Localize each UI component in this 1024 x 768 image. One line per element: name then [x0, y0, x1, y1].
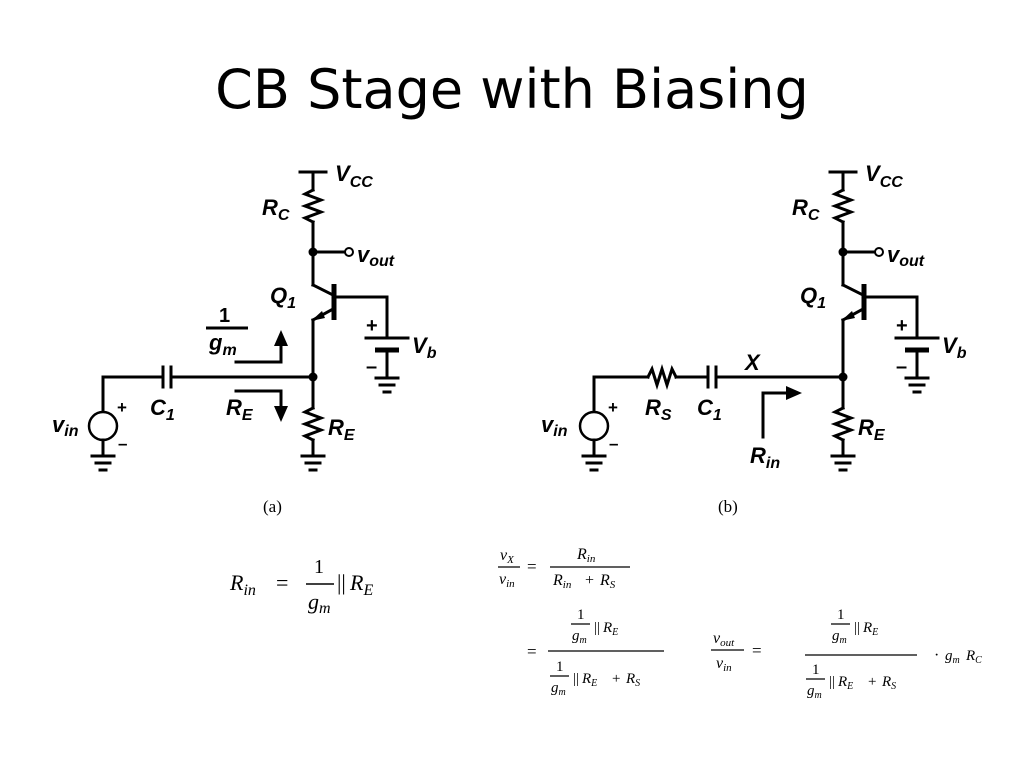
- re-arrow-label-a: RE: [226, 395, 254, 424]
- eq2-vin: vin: [499, 571, 515, 590]
- slide-title: CB Stage with Biasing: [215, 58, 809, 121]
- c1-label-a: C1: [150, 395, 175, 424]
- eq4-equals: =: [752, 641, 762, 660]
- re-label-a: RE: [328, 415, 356, 444]
- eq3-den-re: RE: [581, 671, 597, 689]
- vout-terminal-a: [344, 247, 354, 257]
- circuit-b: VCC RC vout Q1 + Vb – X RS C1 Rin RE vin…: [541, 161, 967, 516]
- eq4-vout: vout: [713, 630, 735, 649]
- eq4-num-parallel: ||: [854, 620, 860, 636]
- eq4-den-plus: +: [868, 674, 876, 690]
- eq2-num-rin: Rin: [576, 546, 596, 565]
- vb-label-b: Vb: [942, 333, 967, 362]
- vb-label-a: Vb: [412, 333, 437, 362]
- eq4-num-one: 1: [837, 607, 845, 623]
- eq2-equals: =: [527, 557, 537, 576]
- one-over-gm-den-a: gm: [208, 330, 237, 359]
- eq4-den-gm: gm: [807, 683, 822, 701]
- eq4-vin: vin: [716, 655, 732, 674]
- vout-label-b: vout: [887, 242, 925, 270]
- caption-a: (a): [263, 497, 282, 516]
- vb-plus-a: +: [366, 315, 378, 337]
- eq4-dot: ·: [934, 647, 939, 664]
- q1-collector-a: [310, 282, 336, 298]
- eq3-den-parallel: ||: [573, 671, 579, 687]
- re-label-b: RE: [858, 415, 886, 444]
- eq3-den-plus: +: [612, 671, 620, 687]
- eq3-num-one: 1: [577, 607, 585, 623]
- eq1-lhs: Rin: [229, 570, 256, 599]
- eq3-equals: =: [527, 642, 537, 661]
- eq3-num-re: RE: [602, 620, 618, 638]
- node-x-label-b: X: [743, 350, 761, 375]
- eq4-num-re: RE: [862, 620, 878, 638]
- eq1-parallel: ||: [337, 570, 346, 595]
- arrow-down-head-a: [274, 406, 288, 422]
- re-resistor-a: [300, 405, 326, 443]
- vin-plus-b: +: [608, 398, 618, 417]
- rc-label-b: RC: [792, 195, 820, 224]
- eq3-num-gm: gm: [572, 628, 587, 646]
- vin-minus-a: –: [118, 434, 127, 453]
- equation-vx-ratio: vX vin = Rin Rin + RS: [498, 546, 630, 591]
- one-over-gm-num-a: 1: [219, 305, 230, 327]
- eq2-vx: vX: [500, 547, 515, 566]
- equation-gain: vout vin = 1 gm || RE 1 gm || RE + RS · …: [711, 607, 982, 701]
- eq4-num-gm: gm: [832, 628, 847, 646]
- eq2-den-rin: Rin: [552, 572, 572, 591]
- rc-label-a: RC: [262, 195, 290, 224]
- eq1-re: RE: [349, 570, 373, 599]
- vin-source-b: [578, 410, 610, 442]
- eq4-den-one: 1: [812, 662, 820, 678]
- eq4-den-re: RE: [837, 674, 853, 692]
- vin-label-b: vin: [541, 412, 568, 440]
- vb-minus-a: –: [366, 356, 377, 378]
- rs-label-b: RS: [645, 395, 672, 424]
- eq1-equals: =: [276, 570, 288, 595]
- eq4-den-parallel: ||: [829, 674, 835, 690]
- arrow-up-head-a: [274, 330, 288, 346]
- eq3-den-gm: gm: [551, 680, 566, 698]
- caption-b: (b): [718, 497, 738, 516]
- vb-plus-b: +: [896, 315, 908, 337]
- eq3-den-one: 1: [556, 659, 564, 675]
- eq4-den-rs: RS: [881, 674, 896, 692]
- eq4-gm: gm: [945, 648, 960, 666]
- c1-label-b: C1: [697, 395, 722, 424]
- vin-plus-a: +: [117, 398, 127, 417]
- vin-minus-b: –: [609, 434, 618, 453]
- rin-label-b: Rin: [750, 443, 780, 472]
- rc-resistor-b: [830, 187, 856, 225]
- vin-label-a: vin: [52, 412, 79, 440]
- vcc-label-a: VCC: [335, 161, 373, 191]
- eq2-den-rs: RS: [599, 572, 616, 591]
- rin-arrow-head-b: [786, 386, 802, 400]
- q1-label-a: Q1: [270, 283, 296, 312]
- equation-expanded: = 1 gm || RE 1 gm || RE + RS: [527, 607, 664, 698]
- eq2-den-plus: +: [585, 572, 594, 589]
- q1-label-b: Q1: [800, 283, 826, 312]
- rs-resistor-b: [645, 363, 679, 391]
- eq1-one: 1: [314, 556, 324, 578]
- vin-source-a: [87, 410, 119, 442]
- vout-label-a: vout: [357, 242, 395, 270]
- rc-resistor-a: [300, 187, 326, 225]
- re-resistor-b: [830, 405, 856, 443]
- equation-rin: Rin = 1 gm || RE: [229, 556, 373, 617]
- eq1-gm: gm: [308, 589, 331, 617]
- eq3-den-rs: RS: [625, 671, 640, 689]
- q1-collector-b: [840, 282, 866, 298]
- vout-terminal-b: [874, 247, 884, 257]
- eq3-num-parallel: ||: [594, 620, 600, 636]
- eq4-rc: RC: [965, 648, 982, 666]
- circuit-a: VCC RC vout Q1 + Vb – 1 gm RE RE C1 vin …: [52, 161, 437, 516]
- vcc-label-b: VCC: [865, 161, 903, 191]
- vb-minus-b: –: [896, 356, 907, 378]
